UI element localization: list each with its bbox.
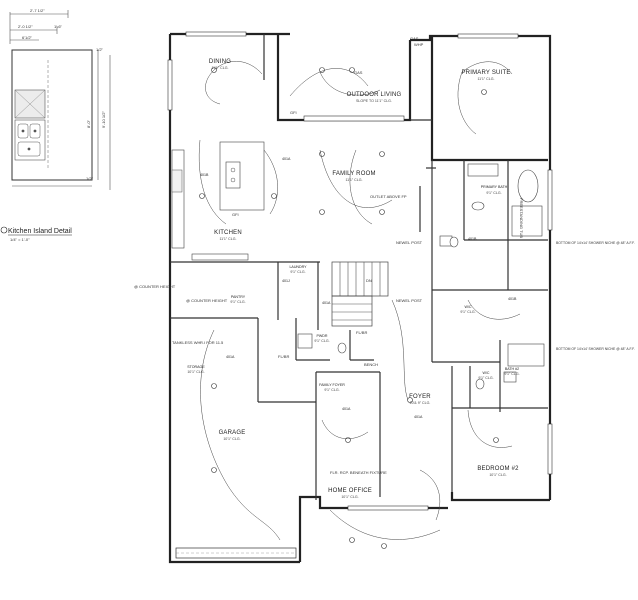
note-counter-height-2: @ COUNTER HEIGHT bbox=[186, 298, 228, 303]
note-flbr-1: FL/BR bbox=[278, 354, 289, 359]
room-bath-2: BATH #2 bbox=[505, 367, 519, 371]
note-dn: DN bbox=[366, 278, 372, 283]
note-shower-niche-1: BOTTOM OF 14'x14' SHOWER NICHE @ 48" A.F… bbox=[556, 241, 635, 245]
tag-3: 401B bbox=[508, 297, 517, 301]
room-foyer-clg: 20'& 9" CLG. bbox=[410, 401, 431, 405]
room-garage: GARAGE bbox=[219, 430, 246, 436]
room-kitchen: KITCHEN bbox=[214, 230, 242, 236]
tag-4: 401J bbox=[282, 279, 290, 283]
detail-title: Kitchen Island Detail bbox=[8, 228, 72, 235]
room-family-foyer-clg: 9'1" CLG. bbox=[324, 388, 339, 392]
interior-walls bbox=[170, 34, 548, 500]
room-dining-clg: 11'1" CLG. bbox=[211, 66, 228, 70]
room-pantry-clg: 9'1" CLG. bbox=[230, 300, 245, 304]
room-family-foyer: FAMILY FOYER bbox=[319, 383, 345, 387]
bath-fixtures bbox=[297, 163, 545, 390]
note-gfi-2: GFI bbox=[232, 212, 239, 217]
room-bedroom-2-clg: 10'1" CLG. bbox=[489, 473, 506, 477]
room-dining: DINING bbox=[209, 59, 231, 65]
room-family-room: FAMILY ROOM bbox=[332, 171, 375, 177]
note-rifor: R.I FOR 11.5 bbox=[200, 340, 224, 345]
detail-dim-bottom: 1/2" bbox=[86, 176, 94, 181]
room-storage-clg: 10'1" CLG. bbox=[187, 370, 204, 374]
tag-9: 401B bbox=[468, 237, 477, 241]
room-bath-2-clg: 9'1" CLG. bbox=[504, 372, 519, 376]
room-outdoor-living: OUTDOOR LIVING bbox=[347, 92, 402, 98]
windows bbox=[167, 31, 553, 511]
plan-notes: GAS GAS WHP GFI GFI OUTLET ABOVE FP NEWE… bbox=[134, 36, 635, 475]
note-gas-2: GAS bbox=[354, 70, 363, 75]
room-primary-bath: PRIMARY BATH bbox=[481, 185, 508, 189]
detail-dim-inner: 6'1/2" bbox=[22, 35, 33, 40]
room-wc-2-clg: 9'1" CLG. bbox=[478, 376, 493, 380]
detail-dim-8: 8'-0" bbox=[86, 119, 91, 128]
detail-dim-top: 2'-7 1/2" bbox=[30, 8, 45, 13]
room-wc-1-clg: 9'1" CLG. bbox=[460, 310, 475, 314]
detail-dim-9: 9'-10 1/2" bbox=[101, 111, 106, 128]
room-home-office: HOME OFFICE bbox=[328, 488, 372, 494]
note-counter-height-1: @ COUNTER HEIGHT bbox=[134, 284, 176, 289]
room-family-room-clg: 11'1" CLG. bbox=[345, 178, 362, 182]
room-laundry: LAUNDRY bbox=[289, 265, 307, 269]
room-primary-suite-clg: 11'1" CLG. bbox=[477, 77, 494, 81]
stairs bbox=[331, 261, 389, 327]
note-tankless: TANKLESS WH bbox=[172, 340, 200, 345]
kitchen-island-detail: 2'-7 1/2" 2'-0 1/2" 1'-6" 6'1/2" 1/2" 8'… bbox=[0, 8, 111, 242]
light-fixtures bbox=[199, 67, 499, 549]
tag-8: 401A bbox=[342, 407, 351, 411]
detail-dim-right: 1/2" bbox=[96, 47, 104, 52]
room-primary-suite: PRIMARY SUITE bbox=[461, 70, 510, 76]
note-whp: WHP bbox=[414, 42, 424, 47]
room-pantry: PANTRY bbox=[231, 295, 246, 299]
room-wc-1: W/C bbox=[465, 305, 472, 309]
note-bench: BENCH bbox=[364, 362, 378, 367]
note-shower-niche-2: BOTTOM OF 14'x14' SHOWER NICHE @ 48" A.F… bbox=[556, 347, 635, 351]
room-laundry-clg: 9'1" CLG. bbox=[290, 270, 305, 274]
room-bedroom-2: BEDROOM #2 bbox=[477, 466, 519, 472]
room-pwdr-clg: 9'1" CLG. bbox=[314, 339, 329, 343]
room-primary-bath-clg: 9'1" CLG. bbox=[486, 191, 501, 195]
kitchen-fixtures bbox=[171, 141, 265, 261]
tag-1: 401A bbox=[282, 157, 291, 161]
note-flbr-2: FL/BR bbox=[356, 330, 367, 335]
room-outdoor-living-clg: SLOPE TO 11'1" CLG. bbox=[356, 99, 392, 103]
room-foyer: FOYER bbox=[409, 394, 431, 400]
note-newel-1: NEWEL POST bbox=[396, 240, 423, 245]
detail-dim-mid: 2'-0 1/2" bbox=[18, 24, 33, 29]
room-home-office-clg: 10'1" CLG. bbox=[341, 495, 358, 499]
room-pwdr: PWDR bbox=[317, 334, 328, 338]
note-freestanding-tub: FREESTANDING TUB bbox=[519, 198, 524, 238]
detail-dim-mid2: 1'-6" bbox=[54, 24, 63, 29]
note-newel-2: NEWEL POST bbox=[396, 298, 423, 303]
room-labels: DINING 11'1" CLG. OUTDOOR LIVING SLOPE T… bbox=[187, 59, 519, 499]
tag-7: 401A bbox=[414, 415, 423, 419]
room-garage-clg: 10'1" CLG. bbox=[223, 437, 240, 441]
electrical-circuits bbox=[198, 61, 521, 541]
note-fl-rcp: FLR. RCP. BENEATH FIXTURE bbox=[330, 470, 387, 475]
note-outlet-fp: OUTLET ABOVE FP bbox=[370, 194, 407, 199]
room-kitchen-clg: 11'1" CLG. bbox=[219, 237, 236, 241]
tag-5: 401A bbox=[322, 301, 331, 305]
room-storage: STORAGE bbox=[187, 365, 205, 369]
note-gas-1: GAS bbox=[410, 36, 419, 41]
tag-6: 401A bbox=[226, 355, 235, 359]
garage-door bbox=[175, 547, 297, 559]
detail-scale: 1/4" = 1'-0" bbox=[10, 237, 30, 242]
room-wc-2: W/C bbox=[483, 371, 490, 375]
tag-2: 401B bbox=[200, 173, 209, 177]
note-gfi-1: GFI bbox=[290, 110, 297, 115]
